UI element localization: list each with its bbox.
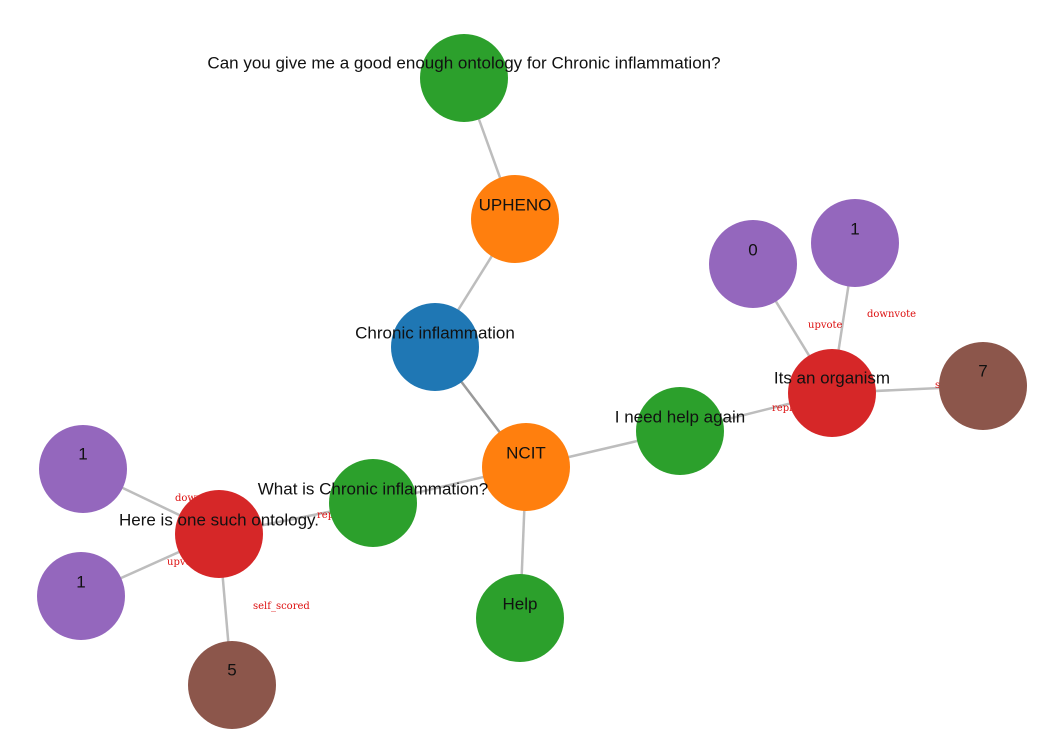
node-ontology[interactable] bbox=[175, 490, 263, 578]
node-org-down[interactable] bbox=[811, 199, 899, 287]
edge-labels-layer: reply_toupvotedownvoteself_scoredreply_t… bbox=[167, 309, 992, 612]
node-label-ont-down: 1 bbox=[78, 444, 87, 463]
node-need-help[interactable] bbox=[636, 387, 724, 475]
node-what-is[interactable] bbox=[329, 459, 417, 547]
edge-label-upvote: upvote bbox=[808, 320, 843, 331]
node-label-org-score: 7 bbox=[978, 361, 987, 380]
node-label-org-up: 0 bbox=[748, 240, 757, 259]
edge-label-downvote: downvote bbox=[867, 309, 916, 320]
nodes-layer bbox=[37, 34, 1027, 729]
node-ont-up[interactable] bbox=[37, 552, 125, 640]
node-label-ont-up: 1 bbox=[76, 572, 85, 591]
node-ncit[interactable] bbox=[482, 423, 570, 511]
node-label-question: Can you give me a good enough ontology f… bbox=[207, 53, 720, 72]
node-label-upheno: UPHENO bbox=[479, 195, 552, 214]
node-label-ncit: NCIT bbox=[506, 443, 546, 462]
node-label-what-is: What is Chronic inflammation? bbox=[258, 479, 489, 498]
node-label-ontology: Here is one such ontology. bbox=[119, 510, 319, 529]
node-help[interactable] bbox=[476, 574, 564, 662]
node-labels-layer: Can you give me a good enough ontology f… bbox=[76, 53, 987, 679]
node-chronic[interactable] bbox=[391, 303, 479, 391]
node-label-help: Help bbox=[503, 594, 538, 613]
node-ont-score[interactable] bbox=[188, 641, 276, 729]
node-organism[interactable] bbox=[788, 349, 876, 437]
node-org-score[interactable] bbox=[939, 342, 1027, 430]
edge-label-self-scored: self_scored bbox=[253, 601, 310, 612]
node-question[interactable] bbox=[420, 34, 508, 122]
node-label-organism: Its an organism bbox=[774, 368, 890, 387]
node-ont-down[interactable] bbox=[39, 425, 127, 513]
node-label-need-help: I need help again bbox=[615, 407, 745, 426]
edge-label-upvote: upvote bbox=[167, 557, 202, 568]
node-upheno[interactable] bbox=[471, 175, 559, 263]
node-label-org-down: 1 bbox=[850, 219, 859, 238]
node-label-ont-score: 5 bbox=[227, 660, 236, 679]
node-label-chronic: Chronic inflammation bbox=[355, 323, 515, 342]
node-org-up[interactable] bbox=[709, 220, 797, 308]
